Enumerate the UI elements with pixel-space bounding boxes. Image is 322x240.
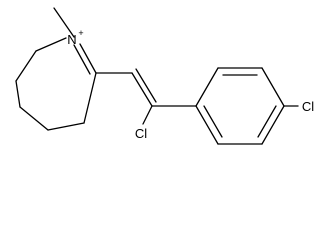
bond-ring-c4-c5	[47, 122, 85, 131]
bond-vinyl-double-b	[135, 68, 157, 103]
bond-aryl-inner-2	[257, 105, 277, 138]
bond-n-methyl	[53, 7, 75, 38]
bond-aryl-1	[195, 67, 219, 107]
bond-ring-c1-c2	[15, 50, 37, 82]
bond-vinyl-chlorine	[142, 105, 153, 125]
bond-ring-c6-n-double-a	[79, 43, 97, 74]
nitrogen-label: N	[67, 32, 76, 47]
molecule-structure: N + Cl Cl	[15, 7, 314, 145]
bond-aryl-3	[261, 67, 285, 107]
nitrogen-charge: +	[78, 28, 83, 38]
bond-ring-c3-c4	[19, 106, 49, 131]
bond-ring-c5-c6	[83, 72, 97, 124]
bond-aryl-4	[261, 105, 285, 145]
aryl-chlorine-label: Cl	[302, 99, 314, 114]
bond-aryl-inner-3	[203, 105, 223, 138]
bond-vinyl-double-a	[131, 72, 153, 107]
bond-ring-c6-n-double-b	[73, 44, 91, 75]
bond-n-ring-c1	[35, 37, 67, 52]
bond-ring-c2-c3	[15, 80, 21, 108]
vinyl-chlorine-label: Cl	[135, 126, 147, 141]
bond-aryl-6	[195, 105, 219, 145]
